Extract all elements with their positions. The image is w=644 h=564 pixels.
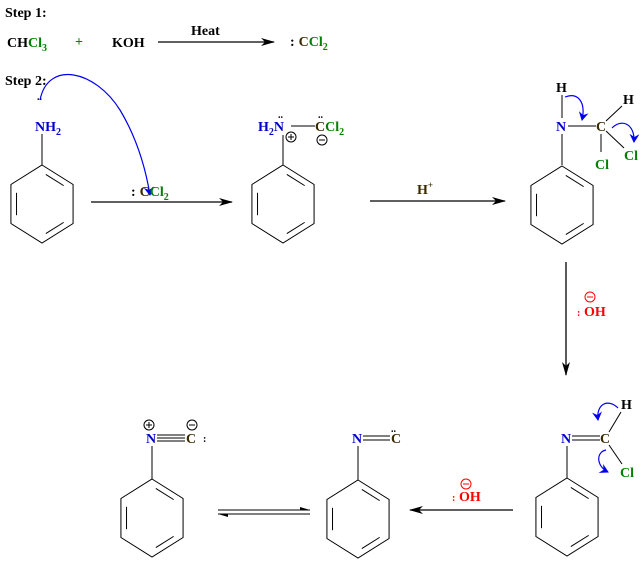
curved-arrow-icon [39,73,154,196]
double-bond [45,173,64,187]
step2-title: Step 2: [5,74,47,89]
svg-text:Cl: Cl [595,158,609,173]
svg-text:Cl: Cl [624,149,638,164]
dichlorocarbene-reagent: :CCl2 [131,185,169,203]
lone-pair: .. [37,92,43,103]
curved-arrow-icon [598,449,609,473]
hydroxide-reagent-1: : OH [577,291,606,320]
curved-arrow-icon [564,95,589,121]
double-bond [45,221,64,235]
positive-charge-icon [285,131,297,143]
benzene-ring [530,165,594,245]
isocyanide-resonance-structure: N C : [120,419,206,558]
svg-text::: : [577,308,580,319]
heat-condition: Heat [191,24,220,39]
benzene-ring [251,164,315,244]
double-bond [565,222,584,236]
dichloromethylamine-intermediate: H N C H Cl Cl [530,81,638,245]
benzene-ring [120,478,184,558]
aniline: .. NH2 [10,92,74,244]
double-bond [155,487,174,501]
double-bond [361,488,380,502]
double-bond [570,534,589,548]
zwitterion-intermediate: .. .. H2N CCl2 [251,110,344,244]
double-bond [565,174,584,188]
curved-arrow-icon [592,402,619,421]
chloroform: CHCl3 [7,36,47,54]
svg-text:H: H [556,81,567,96]
negative-charge-icon [316,134,328,146]
imidoyl-chloride-intermediate: N C H Cl [535,398,634,557]
svg-text:NH2: NH2 [35,120,61,138]
ring-outline [535,477,599,557]
svg-text:N: N [352,432,362,447]
double-bond [570,486,589,500]
svg-text:H: H [621,398,632,413]
benzene-ring [535,477,599,557]
ring-outline [10,164,74,244]
svg-text:CCl2: CCl2 [315,120,344,138]
benzene-ring [326,479,390,559]
svg-text:Cl: Cl [620,466,634,481]
double-bond [155,535,174,549]
svg-text:C: C [600,432,610,447]
svg-text:H: H [623,93,634,108]
svg-text:C: C [391,432,401,447]
negative-charge-icon [186,419,198,431]
svg-text:OH: OH [584,305,606,320]
svg-text:C: C [596,120,606,135]
positive-charge-icon [143,419,155,431]
svg-text::: : [203,434,206,445]
step1-title: Step 1: [5,6,47,21]
svg-text:..: .. [391,424,397,435]
svg-text::CCl2: :CCl2 [290,35,328,53]
ring-outline [326,479,390,559]
svg-text::: : [452,493,455,504]
hydroxide-reagent-2: : OH [452,478,481,505]
ring-outline [120,478,184,558]
ring-outline [530,165,594,245]
double-bond [361,536,380,550]
svg-text:OH: OH [459,490,481,505]
curved-arrow-icon [611,122,640,143]
svg-text:N: N [561,432,571,447]
svg-text:CHCl3: CHCl3 [7,36,47,54]
koh: KOH [112,36,145,51]
benzene-ring [10,164,74,244]
double-bond [286,173,305,187]
resonance-equilibrium-arrow [218,507,310,517]
svg-text:N: N [146,432,156,447]
svg-text:..: .. [318,110,324,121]
plus-sign: + [75,35,83,50]
svg-text:..: .. [278,110,284,121]
phenyl-isocyanide-product: .. N C [326,424,401,559]
svg-text:N: N [556,120,566,135]
proton-reagent: H+ [417,180,433,198]
svg-text:C: C [186,432,196,447]
svg-text:H2N: H2N [258,120,284,138]
dichlorocarbene-product: :CCl2 [290,35,328,53]
ring-outline [251,164,315,244]
double-bond [286,221,305,235]
svg-text::CCl2: :CCl2 [131,185,169,203]
